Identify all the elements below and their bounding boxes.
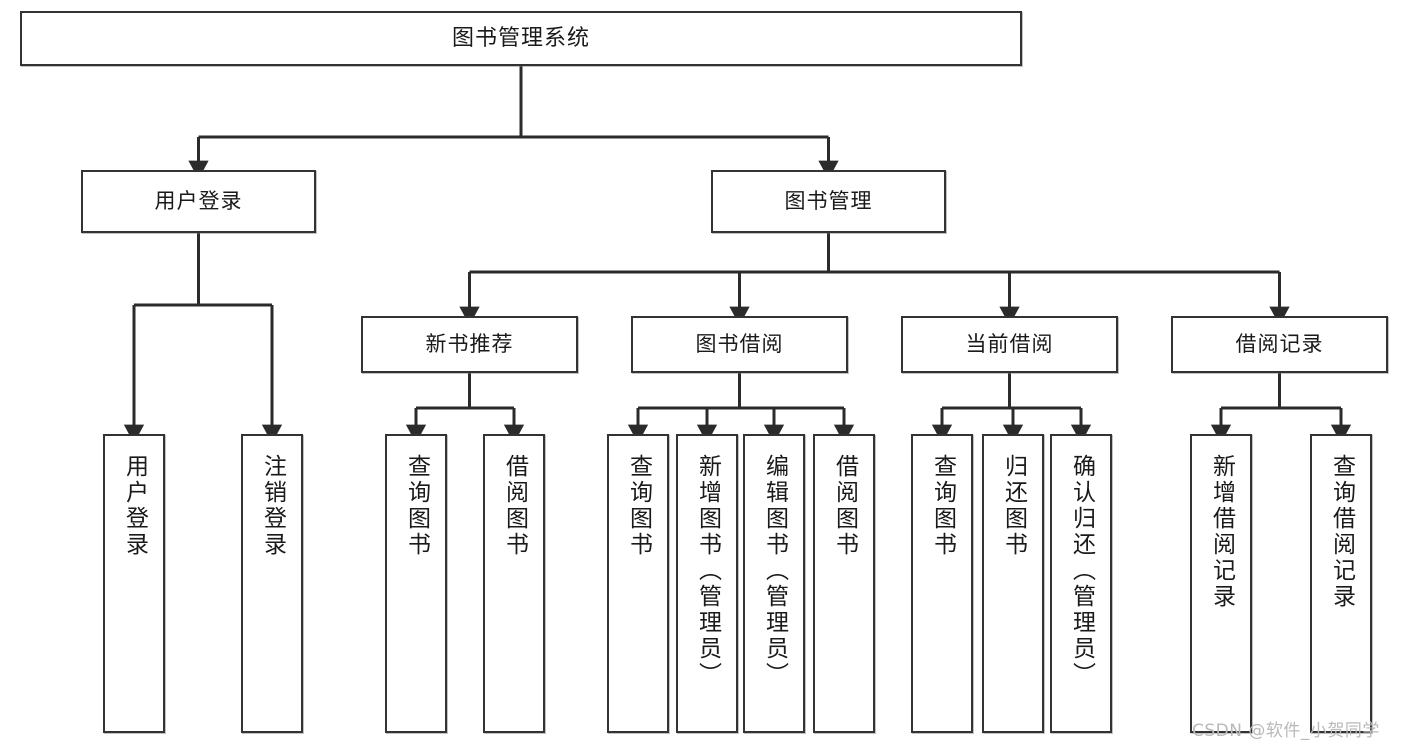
node-label-leaf-cb-query: 查询图书 bbox=[929, 454, 956, 558]
node-leaf-bb-add[interactable]: 新增图书（管理员） bbox=[676, 434, 738, 733]
node-leaf-user-logout[interactable]: 注销登录 bbox=[241, 434, 303, 733]
node-label-book-manage: 图书管理 bbox=[784, 189, 873, 214]
node-leaf-user-login[interactable]: 用户登录 bbox=[103, 434, 165, 733]
node-user-login[interactable]: 用户登录 bbox=[81, 170, 316, 233]
edges-group bbox=[123, 66, 1352, 444]
node-label-root: 图书管理系统 bbox=[451, 25, 590, 51]
watermark-text: CSDN @软件_小贺同学 bbox=[1192, 721, 1380, 741]
node-root[interactable]: 图书管理系统 bbox=[20, 11, 1022, 66]
node-label-new-book-rec: 新书推荐 bbox=[425, 332, 514, 357]
node-label-book-borrow: 图书借阅 bbox=[695, 332, 784, 357]
node-label-leaf-rec-borrow: 借阅图书 bbox=[501, 454, 528, 558]
node-label-leaf-bb-add: 新增图书（管理员） bbox=[694, 454, 721, 688]
node-leaf-rec-query[interactable]: 查询图书 bbox=[385, 434, 447, 733]
node-label-leaf-bb-query: 查询图书 bbox=[625, 454, 652, 558]
node-leaf-cb-confirm[interactable]: 确认归还（管理员） bbox=[1050, 434, 1112, 733]
node-label-leaf-br-add: 新增借阅记录 bbox=[1208, 454, 1235, 610]
node-leaf-bb-borrow[interactable]: 借阅图书 bbox=[813, 434, 875, 733]
node-leaf-bb-query[interactable]: 查询图书 bbox=[607, 434, 669, 733]
node-label-leaf-rec-query: 查询图书 bbox=[403, 454, 430, 558]
node-label-leaf-user-logout: 注销登录 bbox=[259, 454, 286, 558]
node-leaf-rec-borrow[interactable]: 借阅图书 bbox=[483, 434, 545, 733]
node-label-leaf-bb-borrow: 借阅图书 bbox=[831, 454, 858, 558]
node-current-borrow[interactable]: 当前借阅 bbox=[901, 316, 1118, 373]
node-leaf-br-add[interactable]: 新增借阅记录 bbox=[1190, 434, 1252, 733]
node-label-borrow-record: 借阅记录 bbox=[1235, 332, 1324, 357]
node-label-leaf-bb-edit: 编辑图书（管理员） bbox=[761, 454, 788, 688]
node-book-manage[interactable]: 图书管理 bbox=[711, 170, 946, 233]
node-leaf-br-query[interactable]: 查询借阅记录 bbox=[1310, 434, 1372, 733]
node-label-leaf-user-login: 用户登录 bbox=[121, 454, 148, 558]
node-label-leaf-br-query: 查询借阅记录 bbox=[1328, 454, 1355, 610]
node-label-leaf-cb-confirm: 确认归还（管理员） bbox=[1068, 454, 1095, 688]
node-leaf-cb-return[interactable]: 归还图书 bbox=[982, 434, 1044, 733]
node-label-user-login: 用户登录 bbox=[154, 189, 243, 214]
node-borrow-record[interactable]: 借阅记录 bbox=[1171, 316, 1388, 373]
node-leaf-bb-edit[interactable]: 编辑图书（管理员） bbox=[743, 434, 805, 733]
node-label-current-borrow: 当前借阅 bbox=[965, 332, 1054, 357]
node-leaf-cb-query[interactable]: 查询图书 bbox=[911, 434, 973, 733]
node-book-borrow[interactable]: 图书借阅 bbox=[631, 316, 848, 373]
node-label-leaf-cb-return: 归还图书 bbox=[1000, 454, 1027, 558]
node-new-book-rec[interactable]: 新书推荐 bbox=[361, 316, 578, 373]
